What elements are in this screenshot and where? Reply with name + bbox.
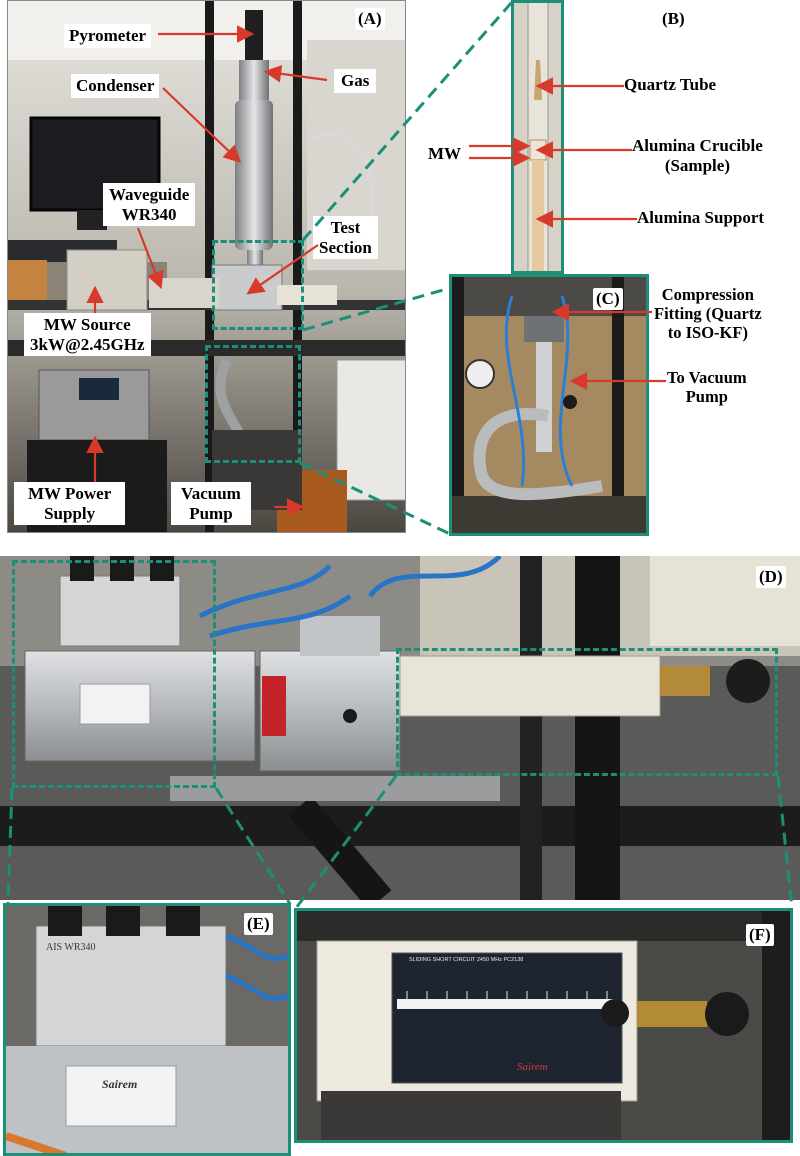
label-compression-line2: Fitting (Quartz [654, 303, 762, 323]
panel-b-frame [511, 0, 564, 274]
label-compression-line1: Compression [661, 285, 754, 304]
label-mw-source: MW Source 3kW@2.45GHz [24, 313, 151, 357]
panel-e-photo [6, 906, 288, 1156]
ais-device-label: AIS WR340 [46, 942, 96, 953]
label-waveguide-line2: WR340 [121, 204, 177, 224]
tuner-outline [396, 648, 778, 776]
label-test-section: Test Section [313, 216, 378, 260]
panel-c-frame [449, 274, 649, 536]
label-mw-source-line1: MW Source [43, 315, 131, 334]
label-compression-line3: to ISO-KF) [667, 322, 748, 342]
panel-a: (A) Pyrometer Condenser Gas Waveguide WR… [7, 0, 406, 533]
label-vacuum-line1: Vacuum [181, 484, 241, 503]
panel-d-photo [0, 556, 800, 900]
circulator-outline [12, 560, 216, 788]
label-mw: MW [428, 144, 462, 163]
label-quartz-tube: Quartz Tube [624, 75, 717, 94]
panel-label-a: (A) [355, 8, 385, 30]
panel-label-f: (F) [746, 924, 774, 946]
panel-d [0, 556, 800, 900]
label-to-vacuum-pump: To Vacuum Pump [667, 368, 747, 407]
label-test-line2: Section [319, 237, 372, 257]
test-section-outline [212, 240, 304, 330]
panel-label-e: (E) [244, 913, 273, 935]
panel-f: SLIDING SHORT CIRCUIT 2450 MHz PC2138 Sa… [297, 911, 790, 1140]
label-pyrometer-text: Pyrometer [69, 26, 147, 45]
f-brand-logo: Sairem [517, 1061, 548, 1073]
panel-a-border [7, 0, 406, 533]
label-crucible: Alumina Crucible (Sample) [632, 136, 763, 175]
panel-label-b: (B) [659, 8, 688, 30]
label-condenser: Condenser [71, 74, 160, 98]
label-test-line1: Test [330, 218, 361, 237]
label-mw-power: MW Power Supply [14, 482, 126, 526]
label-gas-text: Gas [341, 71, 370, 90]
panel-e-frame [3, 903, 291, 1156]
label-vacuum-pump: Vacuum Pump [171, 482, 251, 526]
label-pyrometer: Pyrometer [64, 24, 152, 48]
tuner-title-text: SLIDING SHORT CIRCUIT 2450 MHz PC2138 [409, 957, 524, 963]
label-crucible-line2: (Sample) [664, 155, 730, 175]
label-compression-fitting: Compression Fitting (Quartz to ISO-KF) [654, 285, 762, 343]
label-gas: Gas [334, 69, 377, 93]
label-to-vacuum-line1: To Vacuum [667, 368, 747, 387]
label-mw-source-line2: 3kW@2.45GHz [30, 334, 145, 354]
label-waveguide: Waveguide WR340 [103, 183, 196, 227]
vacuum-section-outline [205, 345, 301, 463]
label-condenser-text: Condenser [76, 76, 155, 95]
label-waveguide-line1: Waveguide [109, 185, 190, 204]
panel-f-photo [297, 911, 790, 1140]
panel-c [452, 276, 646, 534]
panel-c-photo [452, 276, 646, 534]
label-mw-power-line1: MW Power [28, 484, 112, 503]
panel-f-frame [294, 908, 793, 1143]
panel-label-d: (D) [756, 566, 786, 588]
panel-label-c: (C) [593, 288, 623, 310]
e-brand-logo: Sairem [102, 1077, 138, 1091]
label-vacuum-line2: Pump [189, 503, 233, 523]
label-to-vacuum-line2: Pump [685, 386, 728, 406]
label-crucible-line1: Alumina Crucible [632, 136, 763, 155]
label-mw-power-line2: Supply [44, 503, 96, 523]
panel-e: AIS WR340 Sairem [6, 906, 288, 1156]
label-alumina-support: Alumina Support [637, 208, 765, 227]
